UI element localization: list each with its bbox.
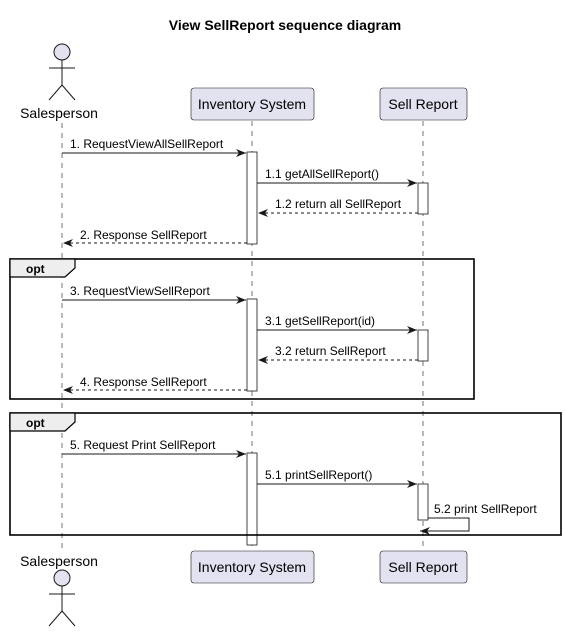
opt-frame-1: opt xyxy=(9,258,475,400)
message-2: 2. Response SellReport xyxy=(63,228,247,247)
message-5-1: 5.1 printSellReport() xyxy=(257,468,417,488)
actor-salesperson-top: Salesperson xyxy=(20,43,98,121)
activation-inventory-1 xyxy=(246,151,258,245)
message-3-label: 3. RequestViewSellReport xyxy=(70,284,211,298)
message-5: 5. Request Print SellReport xyxy=(62,438,246,458)
message-4-label: 4. Response SellReport xyxy=(80,375,207,389)
participant-sell-report-bottom: Sell Report xyxy=(379,550,468,584)
opt-frame-2-label: opt xyxy=(26,416,45,430)
activation-sellreport-1 xyxy=(417,182,429,215)
message-3-2-label: 3.2 return SellReport xyxy=(275,344,386,358)
opt-frame-1-label: opt xyxy=(26,262,45,276)
participant-inventory-system-bottom: Inventory System xyxy=(190,550,315,584)
activation-inventory-3 xyxy=(246,452,258,546)
message-4: 4. Response SellReport xyxy=(63,375,247,394)
opt-frame-2: opt xyxy=(9,412,562,536)
message-1-1-label: 1.1 getAllSellReport() xyxy=(265,167,379,181)
message-3-1: 3.1 getSellReport(id) xyxy=(257,314,417,334)
actor-salesperson-bottom: Salesperson xyxy=(20,553,98,627)
message-3: 3. RequestViewSellReport xyxy=(62,284,246,304)
activation-inventory-2 xyxy=(246,298,258,392)
message-1-2: 1.2 return all SellReport xyxy=(258,197,418,217)
activation-sellreport-3 xyxy=(417,483,429,521)
activation-sellreport-2 xyxy=(417,329,429,362)
participant-sell-report-label: Sell Report xyxy=(388,559,457,575)
message-5-1-label: 5.1 printSellReport() xyxy=(265,468,372,482)
diagram-title: View SellReport sequence diagram xyxy=(169,17,401,33)
participant-inventory-system-label: Inventory System xyxy=(198,96,306,112)
participant-inventory-system-label: Inventory System xyxy=(198,559,306,575)
participant-salesperson-label: Salesperson xyxy=(20,553,98,569)
participant-sell-report-label: Sell Report xyxy=(388,96,457,112)
message-5-label: 5. Request Print SellReport xyxy=(70,438,216,452)
participant-inventory-system-top: Inventory System xyxy=(190,87,315,121)
actor-head-icon xyxy=(53,43,71,61)
message-1-2-label: 1.2 return all SellReport xyxy=(275,197,402,211)
message-1-1: 1.1 getAllSellReport() xyxy=(257,167,417,187)
message-3-2: 3.2 return SellReport xyxy=(258,344,418,364)
actor-head-icon xyxy=(53,569,71,587)
message-3-1-label: 3.1 getSellReport(id) xyxy=(265,314,375,328)
message-2-label: 2. Response SellReport xyxy=(80,228,207,242)
message-1-label: 1. RequestViewAllSellReport xyxy=(70,137,224,151)
message-5-2: 5.2 print SellReport xyxy=(420,502,537,535)
participant-salesperson-label: Salesperson xyxy=(20,105,98,121)
message-5-2-label: 5.2 print SellReport xyxy=(434,502,537,516)
participant-sell-report-top: Sell Report xyxy=(379,87,468,121)
message-1: 1. RequestViewAllSellReport xyxy=(62,137,246,157)
